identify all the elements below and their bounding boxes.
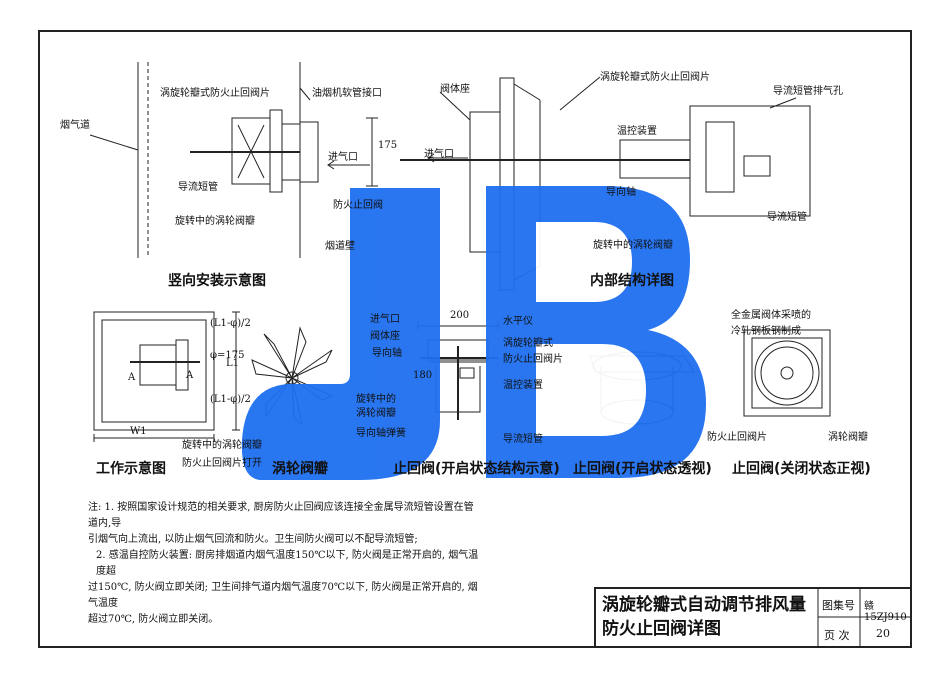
label-flap-line1: 涡旋轮瓣式	[503, 338, 553, 349]
label-level: 水平仪	[503, 316, 533, 327]
label-rot-line1: 旋转中的	[356, 394, 396, 405]
notes: 注: 1. 按照国家设计规范的相关要求, 厨房防火止回阀应该连接全金属导流短管设…	[88, 500, 483, 628]
label-phi: φ=175	[210, 350, 245, 361]
label-vent-holes: 导流短管排气孔	[773, 86, 843, 97]
label-duct-2: 导流短管	[767, 212, 807, 223]
label-flap: 涡旋轮瓣式防火止回阀片	[160, 88, 270, 99]
label-rotating-flap-2: 旋转中的涡轮阀瓣	[593, 240, 673, 251]
label-l1-half-b: (L1-φ)/2	[210, 394, 251, 405]
atlas-label: 图集号	[822, 599, 855, 612]
atlas-value: 赣15ZJ910	[864, 601, 907, 623]
caption-open-perspective: 止回阀(开启状态透视)	[573, 461, 712, 477]
label-axis-3: 导向轴	[372, 348, 402, 359]
label-spring: 导向轴弹簧	[356, 428, 406, 439]
label-body-note2: 冷轧钢板钢制成	[731, 326, 801, 337]
label-inlet-3: 进气口	[370, 314, 400, 325]
label-closed-flap: 防火止回阀片	[707, 432, 767, 443]
title-line-2: 防火止回阀详图	[602, 619, 721, 639]
label-w1: W1	[130, 426, 147, 437]
note-1a: 注: 1. 按照国家设计规范的相关要求, 厨房防火止回阀应该连接全金属导流短管设…	[88, 502, 474, 529]
caption-open-structure: 止回阀(开启状态结构示意)	[393, 461, 560, 477]
caption-vertical: 竖向安装示意图	[168, 273, 266, 289]
label-fire-valve: 防火止回阀	[333, 200, 383, 211]
label-hose-port: 油烟机软管接口	[312, 88, 382, 99]
title-grid: 图集号 赣15ZJ910 页 次 20	[820, 589, 913, 648]
note-2b: 过150℃, 防火阀立即关闭; 卫生间排气道内烟气温度70℃以下, 防火阀是正常…	[88, 582, 478, 609]
label-inlet-2: 进气口	[424, 149, 454, 160]
label-rot-line2: 涡轮阀瓣	[356, 408, 396, 419]
label-dim-200: 200	[450, 310, 470, 321]
label-closed-petal: 涡轮阀瓣	[828, 432, 868, 443]
label-l1-half-a: (L1-φ)/2	[210, 318, 251, 329]
title-block: 涡旋轮瓣式自动调节排风量 防火止回阀详图 图集号 赣15ZJ910 页 次 20	[594, 587, 911, 648]
label-dim-180: 180	[413, 370, 433, 381]
drawing-frame	[38, 30, 912, 648]
label-temp-3: 温控装置	[503, 380, 543, 391]
label-flue: 烟气道	[60, 120, 90, 131]
label-duct-3: 导流短管	[503, 434, 543, 445]
caption-petal: 涡轮阀瓣	[272, 461, 328, 477]
watermark-logo	[241, 186, 706, 480]
label-temp-control: 温控装置	[617, 126, 657, 137]
label-seat-3: 阀体座	[370, 331, 400, 342]
label-flap-open: 防火止回阀片打开	[182, 458, 262, 469]
label-section-a2: A	[186, 370, 194, 381]
note-2c: 超过70℃, 防火阀立即关闭。	[88, 614, 219, 625]
label-flap-line2: 防火止回阀片	[503, 354, 563, 365]
caption-closed-front: 止回阀(关闭状态正视)	[732, 461, 871, 477]
label-duct: 导流短管	[178, 182, 218, 193]
label-flap-2: 涡旋轮瓣式防火止回阀片	[600, 72, 710, 83]
page-label: 页 次	[824, 629, 850, 642]
title-line-1: 涡旋轮瓣式自动调节排风量	[602, 595, 806, 615]
note-1b: 引烟气向上流出, 以防止烟气回流和防火。卫生间防火阀可以不配导流短管;	[88, 534, 418, 545]
label-guide-axis: 导向轴	[606, 187, 636, 198]
label-dim-175: 175	[378, 140, 398, 151]
caption-internal: 内部结构详图	[590, 273, 674, 289]
label-body-note1: 全金属阀体采喷的	[731, 310, 811, 321]
page-value: 20	[876, 627, 890, 640]
label-rotating-flap-3: 旋转中的涡轮阀瓣	[182, 440, 262, 451]
label-l1: L1	[226, 358, 240, 369]
drawing-title: 涡旋轮瓣式自动调节排风量 防火止回阀详图	[602, 593, 812, 641]
label-section-a1: A	[128, 372, 136, 383]
caption-working: 工作示意图	[96, 461, 166, 477]
label-rotating-flap: 旋转中的涡轮阀瓣	[175, 216, 255, 227]
note-2a: 2. 感温自控防火装置: 厨房排烟道内烟气温度150℃以下, 防火阀是正常开启的…	[96, 550, 479, 577]
label-valve-seat: 阀体座	[440, 84, 470, 95]
label-flue-wall: 烟道壁	[325, 241, 355, 252]
label-inlet: 进气口	[328, 152, 358, 163]
